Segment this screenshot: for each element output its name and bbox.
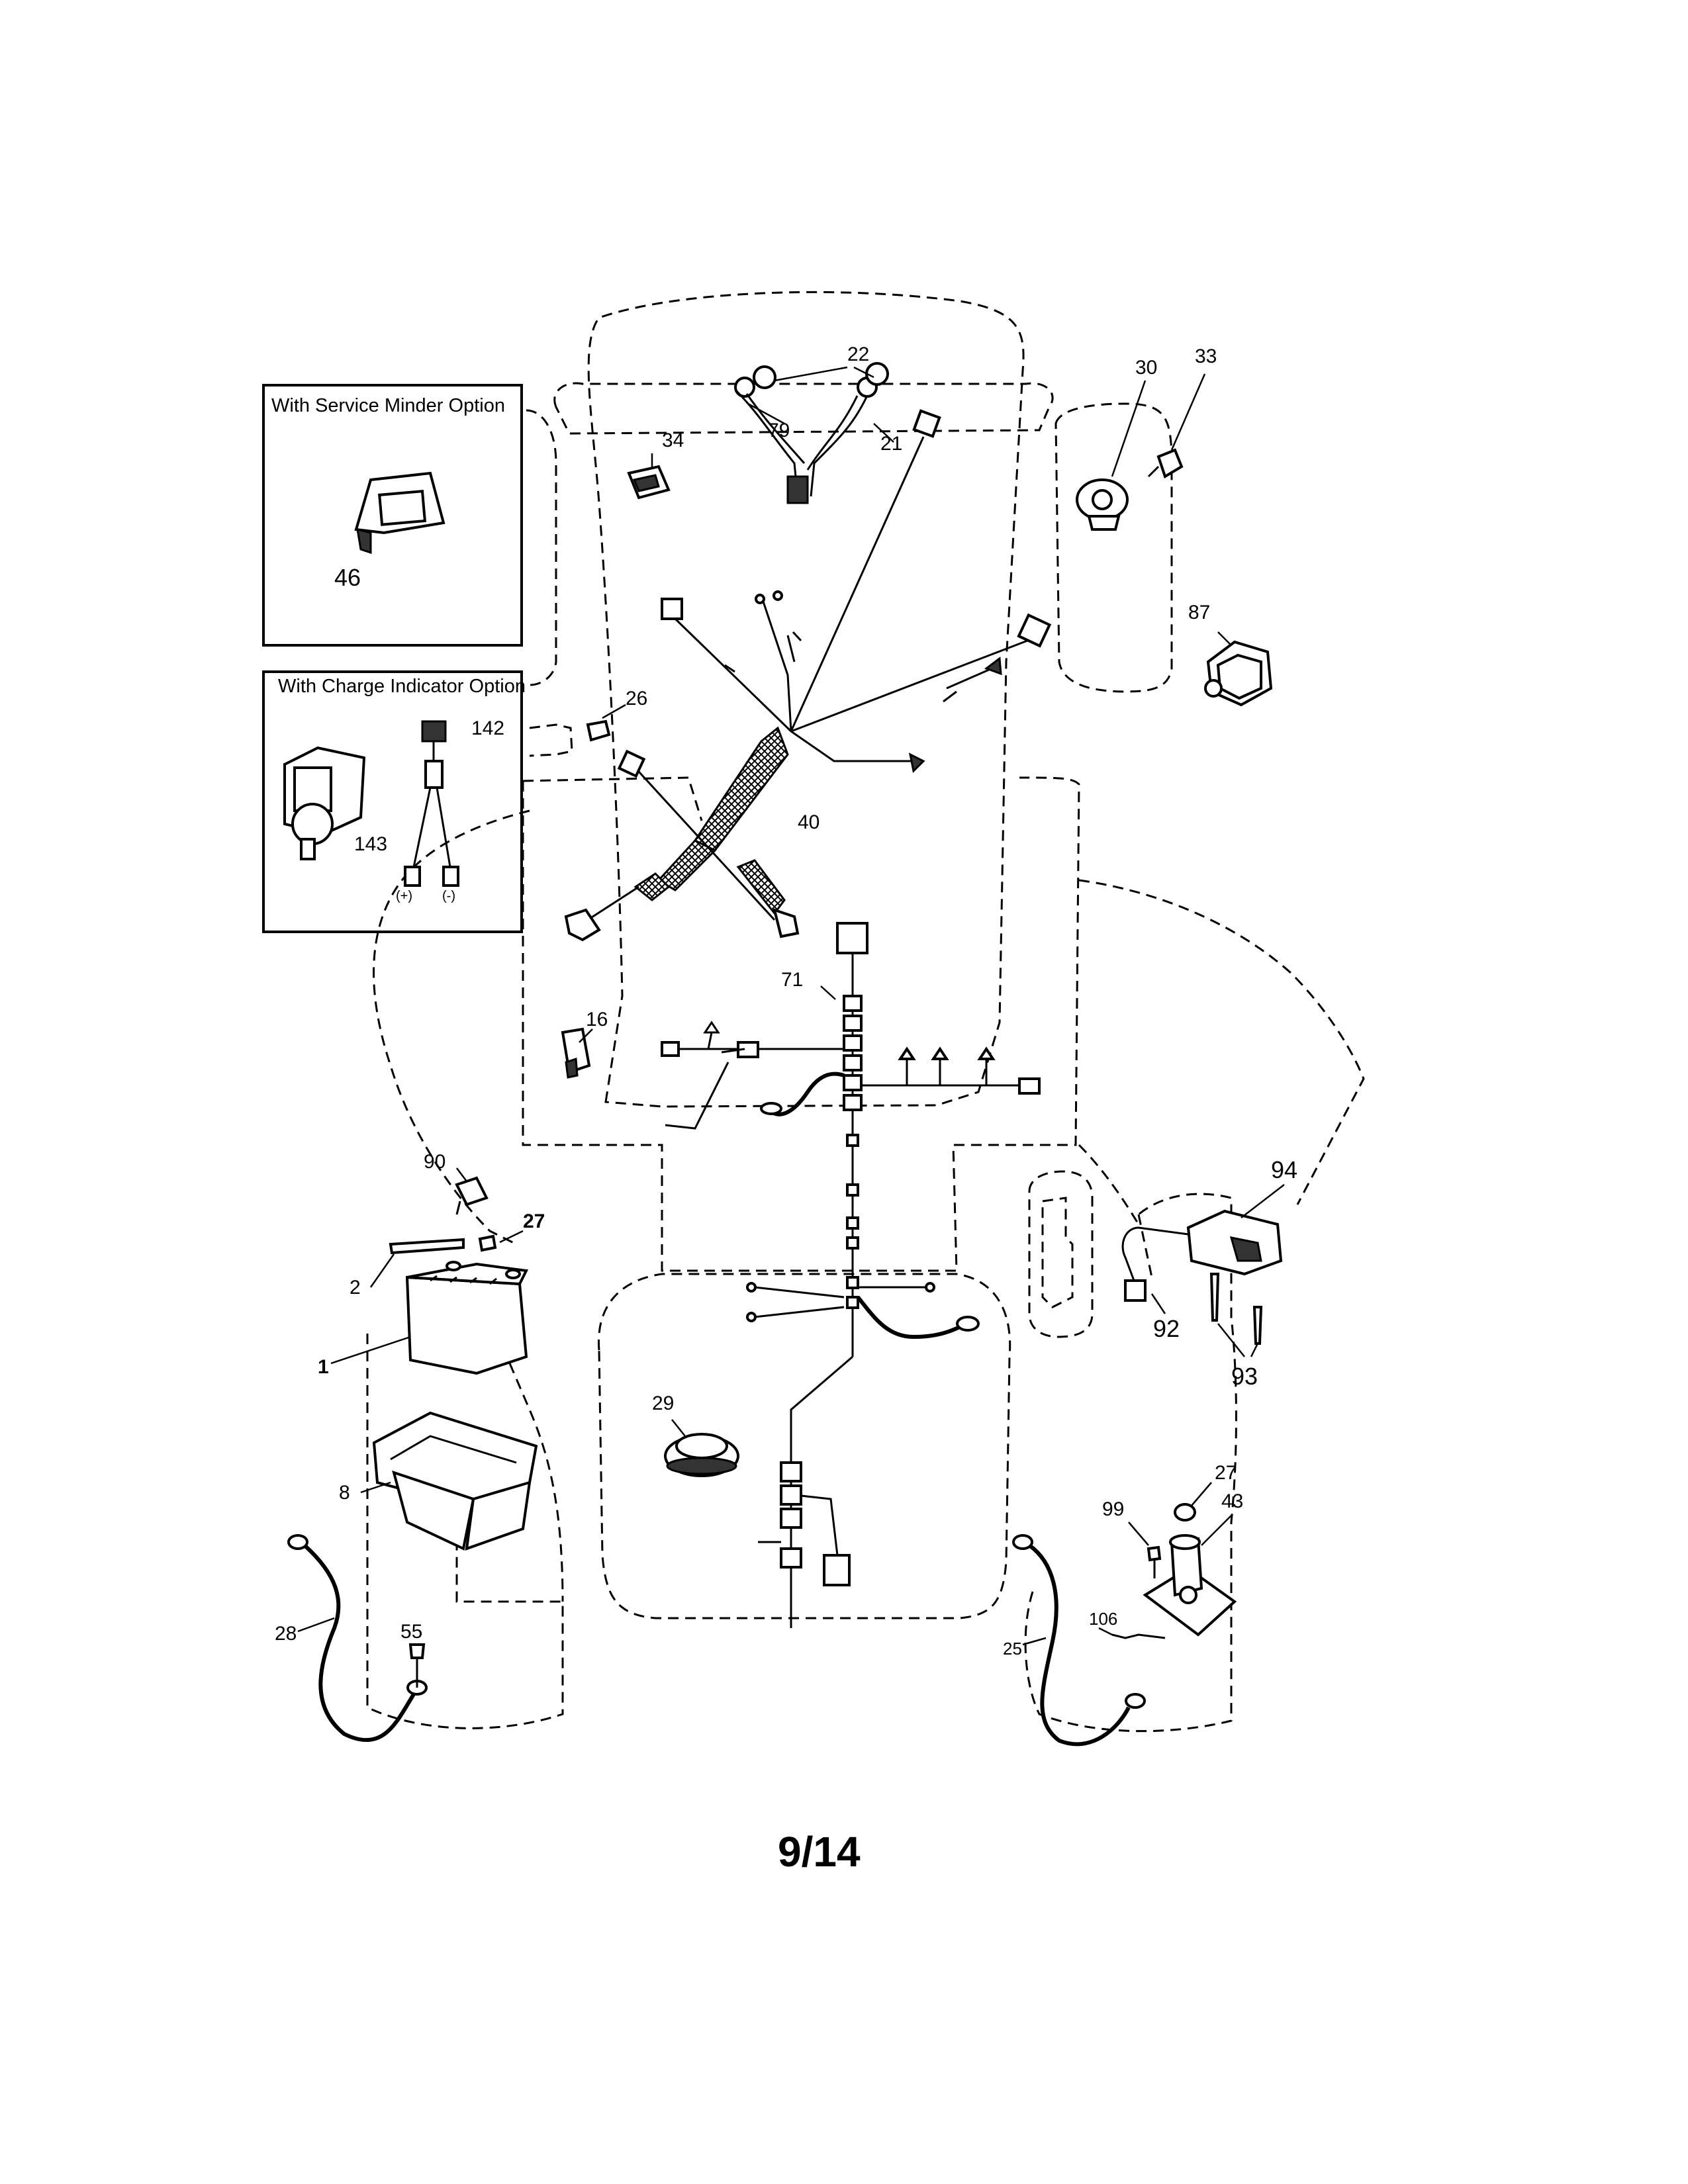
- connector-outline: [529, 723, 573, 757]
- battery-bolt-2[interactable]: [369, 1238, 465, 1288]
- service-minder-title: With Service Minder Option: [271, 395, 505, 416]
- label-92: 92: [1153, 1315, 1180, 1342]
- wire-106[interactable]: [1098, 1627, 1166, 1639]
- circuit-breaker-90[interactable]: [455, 1167, 489, 1215]
- label-30: 30: [1135, 357, 1157, 379]
- screws-93[interactable]: [1209, 1273, 1263, 1357]
- label-87: 87: [1188, 602, 1210, 623]
- charge-indicator-gauge-143[interactable]: [283, 746, 366, 860]
- label-40: 40: [798, 811, 820, 833]
- label-34: 34: [662, 430, 684, 451]
- battery-tray-outline: [366, 1334, 564, 1729]
- label-142: 142: [471, 717, 504, 739]
- label-25: 25: [1003, 1639, 1022, 1659]
- main-harness-40[interactable]: [564, 409, 1052, 942]
- battery-tray-8[interactable]: [360, 1411, 538, 1551]
- battery-1[interactable]: [330, 1261, 529, 1375]
- charge-wire-142[interactable]: [404, 720, 459, 887]
- bolt-99[interactable]: [1128, 1522, 1162, 1578]
- label-99: 99: [1102, 1498, 1124, 1520]
- pto-wire-92[interactable]: [1121, 1226, 1189, 1314]
- grommet-29[interactable]: [664, 1419, 739, 1477]
- label-79: 79: [768, 420, 790, 441]
- label-16: 16: [586, 1009, 608, 1030]
- hood-outline: [587, 291, 1025, 1108]
- left-fender-outline: [373, 776, 703, 1246]
- relay-16[interactable]: [561, 1027, 593, 1079]
- nut-27-lower[interactable]: [1174, 1482, 1212, 1522]
- charge-minus-label: (-): [442, 889, 455, 903]
- label-143: 143: [354, 833, 387, 855]
- label-33: 33: [1195, 345, 1217, 367]
- label-94: 94: [1271, 1156, 1297, 1183]
- interlock-switch-87[interactable]: [1204, 640, 1273, 707]
- bolt-55[interactable]: [408, 1643, 426, 1688]
- pedal-inner-outline: [1041, 1197, 1074, 1308]
- fuse-26[interactable]: [586, 704, 626, 742]
- label-27-top: 27: [523, 1210, 545, 1232]
- label-28: 28: [275, 1623, 297, 1645]
- pto-switch-94[interactable]: [1186, 1184, 1285, 1276]
- right-fender-outline: [1078, 879, 1365, 1225]
- label-26: 26: [626, 688, 647, 709]
- label-21: 21: [880, 433, 902, 455]
- label-93: 93: [1231, 1363, 1258, 1390]
- switch-34[interactable]: [627, 465, 671, 500]
- label-2: 2: [350, 1277, 361, 1298]
- part-labels: 22 79 21 34 30 33 87 46 142 143 26 40 71…: [275, 343, 1297, 1659]
- battery-cable-25[interactable]: [1012, 1534, 1146, 1747]
- key-33[interactable]: [1147, 448, 1184, 478]
- leaders-top: [651, 366, 1232, 646]
- battery-nut-27[interactable]: [478, 1230, 524, 1252]
- right-switch-outline: [1055, 402, 1173, 693]
- label-71: 71: [781, 969, 803, 991]
- pedal-outline: [1028, 1170, 1094, 1338]
- service-minder-display-46[interactable]: [354, 471, 445, 555]
- headlight-harness-21[interactable]: [734, 377, 878, 504]
- charge-plus-label: (+): [396, 889, 412, 903]
- page-number: 9/14: [778, 1828, 861, 1876]
- label-46: 46: [334, 564, 361, 591]
- seat-outline: [597, 1273, 1011, 1619]
- ignition-switch-30[interactable]: [1076, 478, 1129, 531]
- label-1: 1: [318, 1356, 329, 1378]
- frame-outline: [522, 776, 1080, 1272]
- label-43: 43: [1221, 1490, 1243, 1512]
- label-29: 29: [652, 1392, 674, 1414]
- starter-solenoid-43[interactable]: [1143, 1515, 1237, 1637]
- label-8: 8: [339, 1482, 350, 1504]
- dash-band-outline: [553, 382, 1054, 435]
- label-27-bottom: 27: [1215, 1462, 1237, 1484]
- charge-indicator-title: With Charge Indicator Option: [278, 676, 526, 697]
- label-90: 90: [424, 1151, 445, 1173]
- label-106: 106: [1089, 1609, 1117, 1629]
- label-22: 22: [847, 343, 869, 365]
- harness-71[interactable]: [661, 922, 1041, 1628]
- label-55: 55: [400, 1621, 422, 1643]
- charge-indicator-option-box: With Charge Indicator Option (+) (-): [262, 670, 526, 933]
- left-ear-outline: [526, 409, 557, 686]
- dashed-outlines: [366, 291, 1365, 1733]
- service-minder-option-box: With Service Minder Option: [262, 384, 523, 647]
- solenoid-area-outline: [1024, 1193, 1237, 1733]
